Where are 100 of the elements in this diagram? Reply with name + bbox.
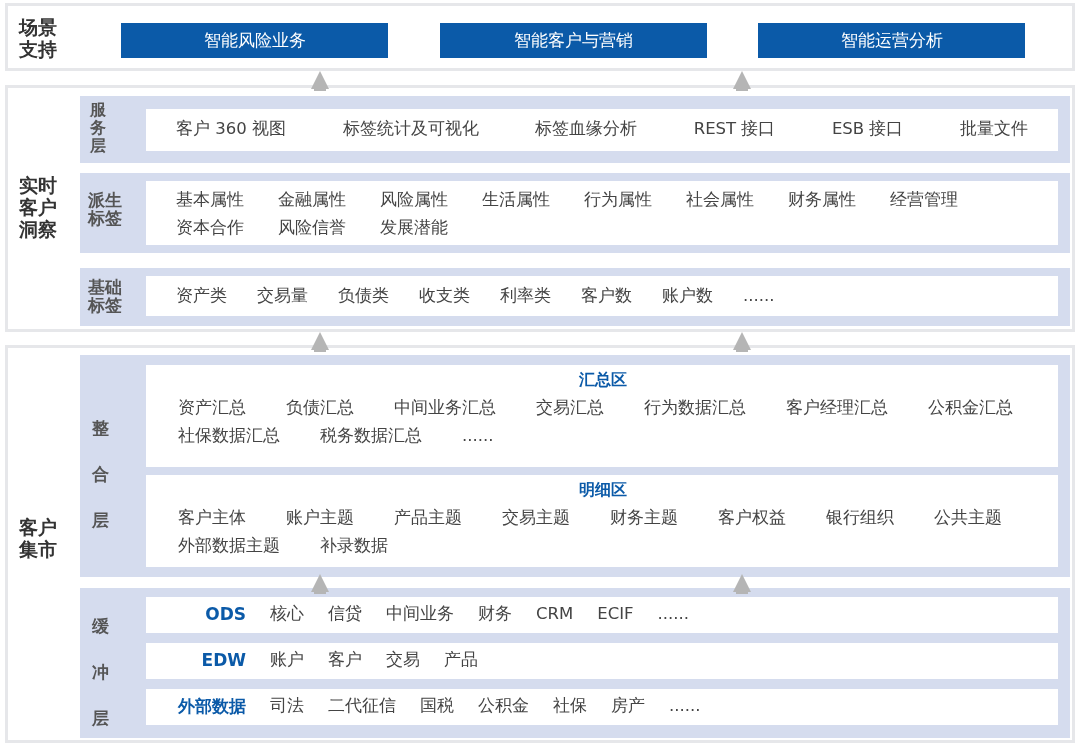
tag-label: 客户主体 bbox=[178, 507, 246, 529]
tag-label: ...... bbox=[743, 285, 775, 307]
layer-band bbox=[80, 588, 1070, 738]
tag-label: 公积金汇总 bbox=[928, 397, 1013, 419]
section-panel bbox=[5, 85, 1075, 332]
layer-band bbox=[80, 268, 1070, 326]
tag-label: ...... bbox=[657, 603, 690, 625]
source-title: ODS bbox=[204, 603, 246, 625]
layer-label: 基础标签 bbox=[88, 278, 122, 314]
arrow bbox=[311, 71, 329, 91]
layer-label: 服务层 bbox=[90, 101, 106, 155]
tag-label: 基本属性 bbox=[176, 189, 244, 211]
tag-label: 银行组织 bbox=[826, 507, 894, 529]
scenario-box: 智能运营分析 bbox=[758, 23, 1025, 58]
tag-label: 税务数据汇总 bbox=[320, 425, 422, 447]
tag-label: 资产汇总 bbox=[178, 397, 246, 419]
tag-label: 发展潜能 bbox=[380, 217, 448, 239]
section-title: 客户集市 bbox=[18, 516, 58, 560]
tag-label: 利率类 bbox=[500, 285, 551, 307]
layer-band bbox=[80, 173, 1070, 253]
source-row-box bbox=[146, 643, 1058, 679]
tag-label: ESB 接口 bbox=[831, 118, 904, 140]
tag-label: 社保 bbox=[553, 695, 587, 717]
tag-label: 风险属性 bbox=[380, 189, 448, 211]
layer-band bbox=[80, 96, 1070, 163]
layer-label: 派生标签 bbox=[88, 191, 122, 227]
tag-label: 产品主题 bbox=[394, 507, 462, 529]
tag-label: 交易 bbox=[386, 649, 420, 671]
section-title: 实时客户洞察 bbox=[18, 174, 58, 240]
tag-label: ECIF bbox=[597, 603, 634, 625]
tag-label: 标签血缘分析 bbox=[535, 118, 638, 140]
tag-label: CRM bbox=[536, 603, 574, 625]
tag-label: 公积金 bbox=[478, 695, 529, 717]
tag-label: 客户数 bbox=[581, 285, 632, 307]
tag-label: 资本合作 bbox=[176, 217, 244, 239]
zone-box bbox=[146, 475, 1058, 567]
arrow bbox=[733, 71, 751, 91]
tag-label: 社会属性 bbox=[686, 189, 754, 211]
tag-label: 客户经理汇总 bbox=[786, 397, 888, 419]
tag-label: 金融属性 bbox=[278, 189, 346, 211]
tag-label: 收支类 bbox=[419, 285, 470, 307]
layer-band bbox=[80, 355, 1070, 577]
tag-label: 财务 bbox=[478, 603, 512, 625]
arrow bbox=[733, 332, 751, 352]
tag-label: 负债类 bbox=[338, 285, 389, 307]
tag-label: ...... bbox=[462, 425, 494, 447]
section-panel bbox=[5, 3, 1075, 71]
section-panel bbox=[5, 345, 1075, 743]
source-row-box bbox=[146, 597, 1058, 633]
tag-label: 账户主题 bbox=[286, 507, 354, 529]
tag-row-box bbox=[146, 181, 1058, 245]
tag-label: 信贷 bbox=[328, 603, 362, 625]
zone-title: 汇总区 bbox=[578, 369, 628, 391]
tag-label: 客户 360 视图 bbox=[176, 118, 286, 140]
tag-label: 客户权益 bbox=[718, 507, 786, 529]
tag-label: 司法 bbox=[270, 695, 304, 717]
tag-label: 社保数据汇总 bbox=[178, 425, 280, 447]
tag-label: 账户 bbox=[270, 649, 304, 671]
tag-label: 交易主题 bbox=[502, 507, 570, 529]
tag-label: 交易汇总 bbox=[536, 397, 604, 419]
zone-title: 明细区 bbox=[578, 479, 628, 501]
tag-label: 行为数据汇总 bbox=[644, 397, 746, 419]
tag-label: 客户 bbox=[328, 649, 362, 671]
scenario-box: 智能客户与营销 bbox=[440, 23, 707, 58]
arrow bbox=[733, 574, 751, 594]
section-title: 场景支持 bbox=[18, 16, 58, 60]
tag-label: 二代征信 bbox=[328, 695, 396, 717]
source-title: EDW bbox=[200, 649, 246, 671]
tag-label: 标签统计及可视化 bbox=[342, 118, 479, 140]
tag-label: 外部数据主题 bbox=[178, 535, 280, 557]
tag-label: 风险信誉 bbox=[278, 217, 346, 239]
arrow bbox=[311, 332, 329, 352]
tag-label: 账户数 bbox=[662, 285, 713, 307]
layer-label: 整合层 bbox=[92, 417, 109, 532]
tag-label: 经营管理 bbox=[890, 189, 958, 211]
layer-label: 缓冲层 bbox=[92, 615, 109, 730]
tag-label: REST 接口 bbox=[693, 118, 776, 140]
tag-label: 核心 bbox=[270, 603, 304, 625]
tag-label: 批量文件 bbox=[959, 118, 1028, 140]
tag-label: ...... bbox=[669, 695, 701, 717]
tag-label: 财务属性 bbox=[788, 189, 856, 211]
zone-box bbox=[146, 365, 1058, 467]
tag-label: 行为属性 bbox=[584, 189, 652, 211]
source-row-box bbox=[146, 689, 1058, 725]
tag-row-box bbox=[146, 109, 1058, 151]
tag-label: 交易量 bbox=[257, 285, 308, 307]
tag-label: 中间业务汇总 bbox=[394, 397, 496, 419]
tag-label: 生活属性 bbox=[482, 189, 550, 211]
tag-label: 负债汇总 bbox=[286, 397, 354, 419]
arrow bbox=[311, 574, 329, 594]
tag-label: 国税 bbox=[420, 695, 454, 717]
tag-label: 资产类 bbox=[176, 285, 227, 307]
tag-label: 财务主题 bbox=[610, 507, 678, 529]
tag-label: 中间业务 bbox=[386, 603, 454, 625]
source-title: 外部数据 bbox=[177, 695, 246, 717]
tag-label: 补录数据 bbox=[320, 535, 388, 557]
tag-label: 公共主题 bbox=[934, 507, 1002, 529]
tag-label: 房产 bbox=[611, 695, 645, 717]
scenario-box: 智能风险业务 bbox=[121, 23, 388, 58]
tag-row-box bbox=[146, 276, 1058, 316]
